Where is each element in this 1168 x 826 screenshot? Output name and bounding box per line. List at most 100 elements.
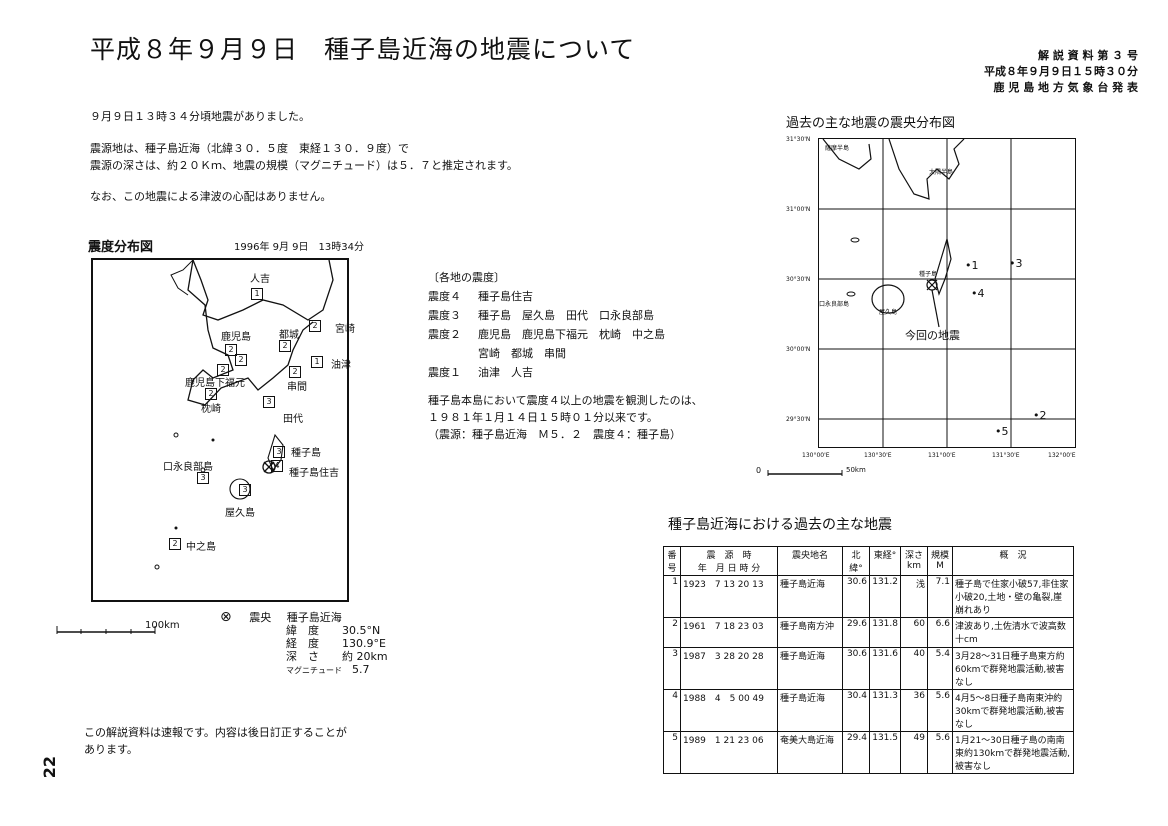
bulletin-header: 解 説 資 料 第 ３ 号 平成８年９月９日１５時３０分 鹿 児 島 地 方 気… (984, 48, 1138, 96)
eq-marker-3: •3 (1009, 257, 1023, 270)
legend-lon-value: 130.9°E (342, 637, 386, 650)
page-number: 22 (40, 756, 59, 779)
intensity-box-yakushima: 3 (239, 484, 251, 496)
intensity-map-scale-label: 100km (145, 620, 180, 631)
place-kuchinoerabu-right: 口永良部島 (819, 301, 850, 308)
lat-label-3100: 31°00'N (786, 206, 811, 213)
intensity-box-aburatsu: 1 (311, 356, 323, 368)
place-tashiro: 田代 (283, 414, 303, 425)
intensity-box-nakanoshima: 2 (169, 538, 181, 550)
col-header-no: 番号 (663, 546, 681, 576)
legend-mag-label: マグニチュード (286, 666, 342, 675)
legend-epicenter-label: 震央 (249, 611, 272, 624)
disclaimer-line-2: あります。 (84, 743, 138, 756)
record-line-2: １９８１年１月１４日１５時０１分以来です。 (428, 411, 658, 424)
legend-mag-value: 5.7 (352, 663, 370, 676)
lon-label-13030: 130°30'E (864, 452, 892, 459)
place-kagoshima-shimofukumoto: 鹿児島下福元 (185, 378, 245, 389)
table-row: 5 1989 1 21 23 06 奄美大島近海 29.4 131.5 49 5… (663, 731, 1074, 774)
intensity-box-kagoshima: 2 (235, 354, 247, 366)
intensity-box-kushima: 2 (289, 366, 301, 378)
table-row: 1 1923 7 13 20 13 種子島近海 30.6 131.2 浅 7.1… (663, 575, 1074, 618)
intensity-box-kuchinoerabu: 3 (197, 472, 209, 484)
intro-tsunami: なお、この地震による津波の心配はありません。 (90, 190, 332, 203)
intensity-map-coastline (154, 260, 334, 570)
record-note: 種子島本島において震度４以上の地震を観測したのは、 １９８１年１月１４日１５時０… (428, 392, 703, 443)
intensity-map-scale-bar (56, 626, 156, 634)
intensity-box-miyazaki: 2 (309, 320, 321, 332)
intro-epicenter: 震源地は、種子島近海（北緯３０．５度 東経１３０．９度）で (90, 142, 409, 155)
lat-label-3130: 31°30'N (786, 136, 811, 143)
place-tanegashima: 種子島 (291, 448, 321, 459)
place-kagoshima: 鹿児島 (221, 332, 251, 343)
epicenter-map-heading: 過去の主な地震の震央分布図 (786, 116, 956, 131)
epicenter-scale-label: 50km (846, 466, 866, 474)
lat-label-3030: 30°30'N (786, 276, 811, 283)
disclaimer-note: この解説資料は速報です。内容は後日訂正することが あります。 (84, 724, 347, 758)
intensity-map-datetime: 1996年 9月 9日 13時34分 (234, 242, 364, 253)
place-miyazaki: 宮崎 (335, 324, 355, 335)
epicenter-scale-zero: 0 (756, 466, 762, 475)
table-row: 3 1987 3 28 20 28 種子島近海 30.6 131.6 40 5.… (663, 647, 1074, 690)
col-header-depth: 深さkm (900, 546, 928, 576)
intensity-box-miyakonojo: 2 (279, 340, 291, 352)
legend-lat-label: 緯 度 (286, 624, 319, 637)
place-miyakonojo: 都城 (279, 330, 299, 341)
epicenter-map-scale-bar (767, 470, 843, 476)
intensity-box-tanegashima: 3 (273, 446, 285, 458)
place-kuchinoerabu: 口永良部島 (163, 462, 213, 473)
place-osumi-peninsula: 大隅半島 (929, 169, 954, 176)
place-satsuma-peninsula: 薩摩半島 (825, 145, 850, 152)
legend-lat-value: 30.5°N (342, 624, 381, 637)
col-header-summary: 概 況 (952, 546, 1074, 576)
intensity-row: 宮崎 都城 串間 (478, 347, 566, 360)
legend-depth-value: 約 20km (342, 650, 388, 663)
lat-label-3000: 30°00'N (786, 346, 811, 353)
record-line-1: 種子島本島において震度４以上の地震を観測したのは、 (428, 394, 703, 407)
epicenter-map-grid (819, 139, 1075, 447)
intensity-box-tashiro: 3 (263, 396, 275, 408)
lon-label-13200: 132°00'E (1048, 452, 1076, 459)
current-quake-label: 今回の地震 (905, 329, 960, 342)
table-row: 4 1988 4 5 00 49 種子島近海 30.4 131.3 36 5.6… (663, 689, 1074, 732)
place-kushima: 串間 (287, 382, 307, 393)
epicenter-map: 薩摩半島 大隅半島 種子島 口永良部島 屋久島 今回の地震 •1 •2 •3 •… (818, 138, 1076, 448)
disclaimer-line-1: この解説資料は速報です。内容は後日訂正することが (84, 726, 347, 739)
intensity-box-sumiyoshi: 4 (271, 460, 283, 472)
table-header-row: 番号 震 源 時年 月 日 時 分 震央地名 北緯° 東経° 深さkm 規模M … (663, 546, 1074, 576)
legend-epicenter-name: 種子島近海 (286, 611, 342, 624)
bulletin-number: 解 説 資 料 第 ３ 号 (1038, 49, 1138, 62)
intensity-list-heading: 〔各地の震度〕 (428, 271, 505, 284)
past-quakes-table: 番号 震 源 時年 月 日 時 分 震央地名 北緯° 東経° 深さkm 規模M … (663, 546, 1074, 774)
table-row: 2 1961 7 18 23 03 種子島南方沖 29.6 131.8 60 6… (663, 617, 1074, 648)
col-header-lon: 東経° (869, 546, 901, 576)
bulletin-issuer: 鹿 児 島 地 方 気 象 台 発 表 (993, 81, 1138, 94)
col-header-time: 震 源 時年 月 日 時 分 (680, 546, 778, 576)
place-yakushima: 屋久島 (225, 508, 255, 519)
lat-label-2930: 29°30'N (786, 416, 811, 423)
intro-depth-magnitude: 震源の深さは、約２０Ｋｍ、地震の規模（マグニチュード）は５．７と推定されます。 (90, 159, 518, 172)
lon-label-13100: 131°00'E (928, 452, 956, 459)
col-header-area: 震央地名 (777, 546, 843, 576)
lon-label-13130: 131°30'E (992, 452, 1020, 459)
lon-label-13000: 130°00'E (802, 452, 830, 459)
record-line-3: （震源：種子島近海 Ｍ５．２ 震度４：種子島） (428, 428, 681, 441)
epicenter-symbol-icon: ⊗ (220, 609, 232, 625)
epicenter-legend: ⊗ 震央 種子島近海 緯 度 30.5°N 経 度 130.9°E 深 さ 約 20k… (220, 609, 388, 677)
intensity-box-kagoshima-2: 2 (225, 344, 237, 356)
place-hitoyoshi: 人吉 (250, 274, 270, 285)
past-quakes-heading: 種子島近海における過去の主な地震 (668, 517, 892, 533)
legend-lon-label: 経 度 (286, 637, 319, 650)
intensity-box-shimofukumoto: 2 (217, 364, 229, 376)
intensity-map: 人吉 1 宮崎 2 都城 2 油津 1 鹿児島 2 2 串間 2 鹿児島下福元 … (91, 258, 355, 602)
eq-marker-2: •2 (1033, 409, 1047, 422)
eq-marker-5: •5 (995, 425, 1009, 438)
legend-depth-label: 深 さ (286, 650, 319, 663)
place-nakanoshima: 中之島 (186, 542, 216, 553)
intensity-map-heading: 震度分布図 (88, 240, 154, 255)
